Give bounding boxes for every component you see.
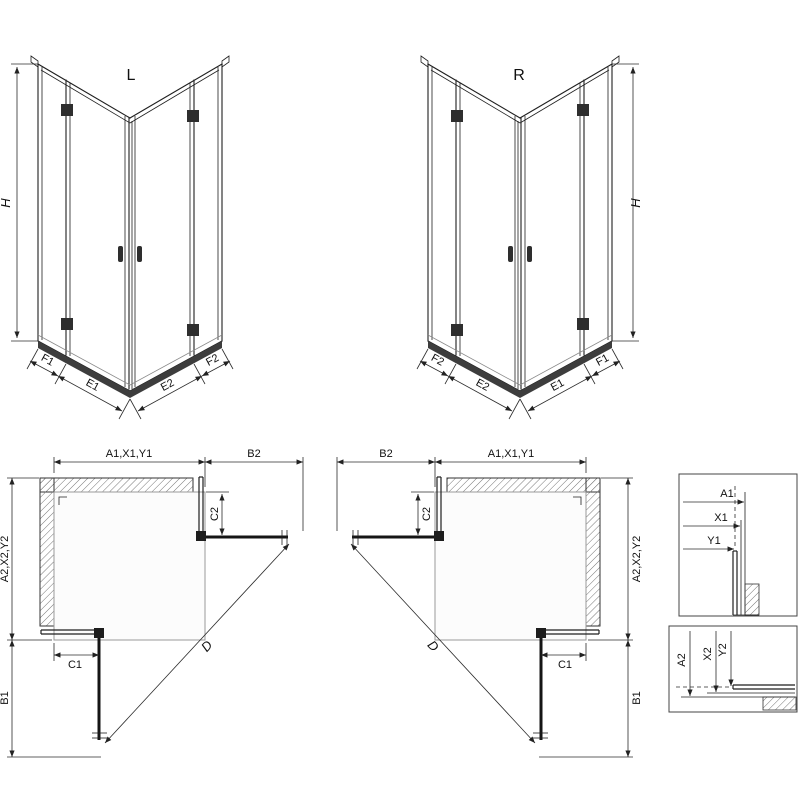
hinge-bottom-right: [187, 324, 199, 336]
wall-profile-tab: [611, 55, 620, 68]
wall-profile-tab: [221, 55, 230, 68]
variant-label-left: L: [127, 67, 136, 84]
corner-bracket: [573, 496, 582, 505]
door-open-left: [352, 476, 444, 545]
wall-hatch-top: [446, 477, 601, 493]
dim-label-depth: A2,X2,Y2: [0, 536, 11, 582]
plan-dimensions: B2 A1,X1,Y1 A2,X2,Y2 B1 C2 C1 D: [336, 448, 643, 758]
detail-wall-profile-bottom: A2 X2 Y2: [668, 625, 798, 713]
door-pivot: [536, 628, 546, 638]
dim-label-e1: E1: [84, 377, 102, 394]
door-open-bottom: [533, 628, 600, 740]
dim-label-e2: E2: [159, 377, 177, 394]
dim-label-b1: B1: [631, 691, 643, 704]
dim-label-a1: A1: [720, 488, 733, 500]
dim-label-y1: Y1: [707, 535, 720, 547]
dim-label-x1: X1: [714, 512, 727, 524]
dim-label-c2: C2: [209, 507, 221, 521]
hinge-top-right: [187, 110, 199, 122]
door-handle: [137, 246, 142, 262]
hinge-top-left: [61, 104, 73, 116]
dim-label-e2: E2: [474, 377, 492, 394]
plan-dimensions: A1,X1,Y1 B2 A2,X2,Y2 B1 C2 C1 D: [0, 448, 304, 758]
shower-tray-outline: [53, 491, 206, 641]
wall-hatch-top: [39, 477, 194, 493]
hinge-bottom-left: [451, 324, 463, 336]
wall-hatch-right: [585, 477, 601, 627]
dim-label-c2: C2: [421, 507, 433, 521]
door-pivot: [94, 628, 104, 638]
door-pivot: [434, 531, 444, 541]
door-open-right: [196, 476, 288, 545]
wall-section-hatch: [762, 696, 797, 711]
plan-view-left: A1,X1,Y1 B2 A2,X2,Y2 B1 C2 C1 D: [0, 448, 304, 758]
dim-label-f2: F2: [204, 352, 221, 369]
hinge-top-left: [451, 110, 463, 122]
bottom-dimensions: F2 E2 E1 F1: [416, 348, 624, 420]
dim-label-f2: F2: [429, 352, 446, 369]
dim-label-f1: F1: [39, 352, 56, 369]
wall-profile-tab: [420, 55, 429, 68]
height-dimension: H: [0, 63, 38, 342]
hinge-bottom-right: [577, 318, 589, 330]
dim-label-depth: A2,X2,Y2: [631, 536, 643, 582]
door-pivot: [196, 531, 206, 541]
dim-label-x2: X2: [702, 647, 714, 660]
dim-label-c1: C1: [558, 659, 572, 671]
door-handle: [527, 246, 532, 262]
detail-wall-profile-top: A1 X1 Y1: [678, 473, 798, 617]
dim-label-f1: F1: [594, 352, 611, 369]
plan-view-right: B2 A1,X1,Y1 A2,X2,Y2 B1 C2 C1 D: [336, 448, 643, 758]
dim-label-height: H: [628, 198, 643, 208]
corner-bracket: [58, 496, 67, 505]
dim-label-y2: Y2: [717, 643, 729, 656]
wall-hatch-left: [39, 477, 55, 627]
door-handle: [508, 246, 513, 262]
hinge-bottom-left: [61, 318, 73, 330]
door-handle: [118, 246, 123, 262]
dim-label-b2: B2: [379, 448, 392, 460]
shower-tray-outline: [434, 491, 587, 641]
dim-label-c1: C1: [68, 659, 82, 671]
wall-section-hatch: [744, 583, 760, 616]
variant-label-right: R: [513, 67, 525, 84]
door-open-bottom: [40, 628, 107, 740]
dim-label-e1: E1: [549, 377, 567, 394]
front-view-left: L: [0, 55, 234, 420]
wall-profile-tab: [30, 55, 39, 68]
dim-label-height: H: [0, 198, 13, 208]
front-view-right: R: [416, 55, 643, 420]
dim-label-width: A1,X1,Y1: [488, 448, 534, 460]
dim-label-b1: B1: [0, 691, 11, 704]
dim-label-width: A1,X1,Y1: [106, 448, 152, 460]
height-dimension: H: [612, 63, 643, 342]
dim-label-b2: B2: [247, 448, 260, 460]
dim-label-a2: A2: [676, 653, 688, 666]
hinge-top-right: [577, 104, 589, 116]
bottom-dimensions: F1 E1 E2 F2: [26, 348, 234, 420]
